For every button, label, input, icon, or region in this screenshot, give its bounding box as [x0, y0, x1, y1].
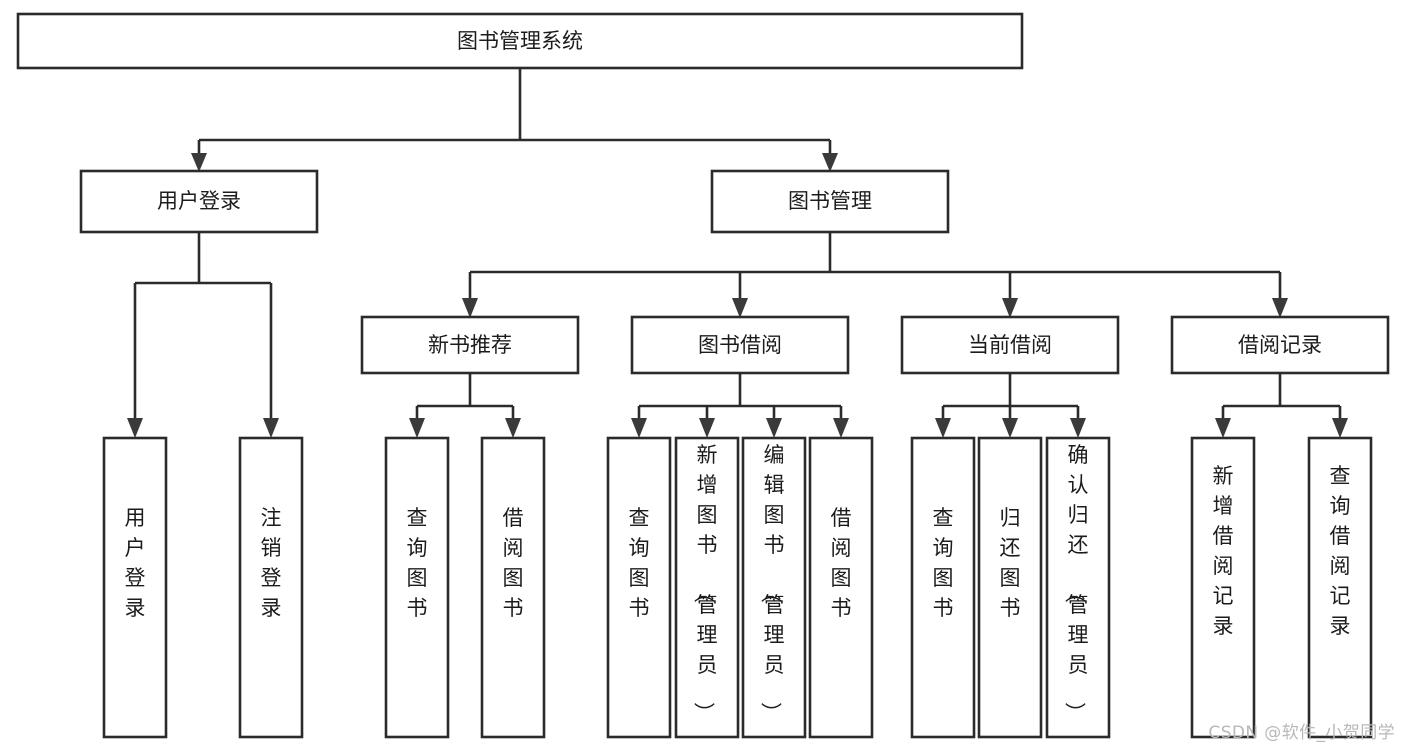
node-leaf-return-book[interactable]: 归还图书	[977, 436, 1043, 739]
node-leaf-query-book-1-box[interactable]	[384, 436, 450, 739]
arrow-to-book-manage	[822, 153, 838, 172]
node-leaf-borrow-book-1-label: 借阅图书	[503, 506, 524, 620]
node-leaf-logout-login-label: 注销登录	[261, 506, 282, 620]
node-user-login-box[interactable]	[79, 169, 319, 234]
node-leaf-borrow-book-2-label: 借阅图书	[831, 506, 852, 620]
node-leaf-query-record[interactable]: 查询借阅记录	[1307, 436, 1373, 739]
node-current-borrow-box[interactable]	[900, 315, 1120, 375]
arrow-leaf-edit-book	[766, 418, 782, 438]
arrow-to-borrow-record	[1272, 298, 1288, 318]
node-leaf-query-book-3[interactable]: 查询图书	[910, 436, 976, 739]
node-leaf-borrow-book-1-box[interactable]	[480, 436, 546, 739]
node-leaf-add-record-box[interactable]	[1190, 436, 1256, 739]
node-leaf-edit-book[interactable]: 编辑图书（管理员）	[741, 436, 807, 739]
arrow-leaf-add-book	[699, 418, 715, 438]
node-book-manage-label: 图书管理	[788, 189, 872, 213]
node-leaf-query-book-2-label: 查询图书	[629, 506, 650, 620]
node-leaf-edit-book-label: 编辑图书（管理员）	[759, 443, 785, 723]
node-leaf-query-book-3-label: 查询图书	[933, 506, 954, 620]
node-leaf-query-book-2-box[interactable]	[606, 436, 672, 739]
arrow-leaf-query-book-2	[631, 418, 647, 438]
edge-layer	[127, 68, 1348, 438]
node-leaf-borrow-book-2-box[interactable]	[808, 436, 874, 739]
node-book-borrow-label: 图书借阅	[698, 333, 782, 357]
node-leaf-borrow-book-2[interactable]: 借阅图书	[808, 436, 874, 739]
node-book-borrow-box[interactable]	[630, 315, 850, 375]
node-leaf-query-record-label: 查询借阅记录	[1330, 464, 1351, 638]
node-root[interactable]: 图书管理系统	[16, 12, 1024, 70]
node-book-borrow[interactable]: 图书借阅	[630, 315, 850, 375]
node-leaf-add-record[interactable]: 新增借阅记录	[1190, 436, 1256, 739]
node-leaf-query-book-3-box[interactable]	[910, 436, 976, 739]
node-leaf-user-login-box[interactable]	[102, 436, 168, 739]
node-current-borrow-label: 当前借阅	[968, 333, 1052, 357]
node-leaf-borrow-book-1[interactable]: 借阅图书	[480, 436, 546, 739]
arrow-leaf-logout-login	[263, 418, 279, 438]
node-leaf-user-login[interactable]: 用户登录	[102, 436, 168, 739]
arrow-leaf-return-book	[1002, 418, 1018, 438]
node-leaf-query-record-box[interactable]	[1307, 436, 1373, 739]
node-leaf-confirm-return-label: 确认归还（管理员）	[1063, 443, 1089, 723]
arrow-leaf-borrow-book-1	[505, 418, 521, 438]
arrow-to-book-borrow	[732, 298, 748, 318]
arrow-leaf-query-book-1	[409, 418, 425, 438]
node-current-borrow[interactable]: 当前借阅	[900, 315, 1120, 375]
node-user-login-label: 用户登录	[157, 189, 241, 213]
node-leaf-add-book-box[interactable]	[674, 436, 740, 739]
node-leaf-logout-login-box[interactable]	[238, 436, 304, 739]
node-book-manage[interactable]: 图书管理	[710, 169, 950, 234]
arrow-leaf-query-record	[1332, 418, 1348, 438]
csdn-watermark: CSDN @软件_小贺同学	[1208, 723, 1395, 743]
node-leaf-logout-login[interactable]: 注销登录	[238, 436, 304, 739]
node-leaf-add-book-label: 新增图书（管理员）	[692, 443, 718, 723]
arrow-leaf-borrow-book-2	[833, 418, 849, 438]
arrow-leaf-user-login	[127, 418, 143, 438]
node-root-box[interactable]	[16, 12, 1024, 70]
arrow-leaf-query-book-3	[935, 418, 951, 438]
node-leaf-query-book-1[interactable]: 查询图书	[384, 436, 450, 739]
node-borrow-record-label: 借阅记录	[1238, 333, 1322, 357]
node-leaf-return-book-label: 归还图书	[1000, 506, 1021, 620]
node-leaf-query-book-2[interactable]: 查询图书	[606, 436, 672, 739]
arrow-to-new-book-rec	[462, 298, 478, 318]
node-book-manage-box[interactable]	[710, 169, 950, 234]
node-root-label: 图书管理系统	[457, 29, 583, 53]
node-borrow-record[interactable]: 借阅记录	[1170, 315, 1390, 375]
node-leaf-confirm-return[interactable]: 确认归还（管理员）	[1045, 436, 1111, 739]
node-leaf-user-login-label: 用户登录	[125, 506, 146, 620]
arrow-leaf-add-record	[1215, 418, 1231, 438]
node-leaf-edit-book-box[interactable]	[741, 436, 807, 739]
node-leaf-return-book-box[interactable]	[977, 436, 1043, 739]
arrow-to-current-borrow	[1002, 298, 1018, 318]
arrow-to-user-login	[191, 153, 207, 172]
node-new-book-rec-box[interactable]	[360, 315, 580, 375]
node-leaf-query-book-1-label: 查询图书	[407, 506, 428, 620]
node-leaf-add-book[interactable]: 新增图书（管理员）	[674, 436, 740, 739]
arrow-leaf-confirm-return	[1070, 418, 1086, 438]
node-borrow-record-box[interactable]	[1170, 315, 1390, 375]
node-new-book-rec[interactable]: 新书推荐	[360, 315, 580, 375]
node-leaf-confirm-return-box[interactable]	[1045, 436, 1111, 739]
node-new-book-rec-label: 新书推荐	[428, 333, 512, 357]
node-user-login[interactable]: 用户登录	[79, 169, 319, 234]
node-leaf-add-record-label: 新增借阅记录	[1213, 464, 1234, 638]
